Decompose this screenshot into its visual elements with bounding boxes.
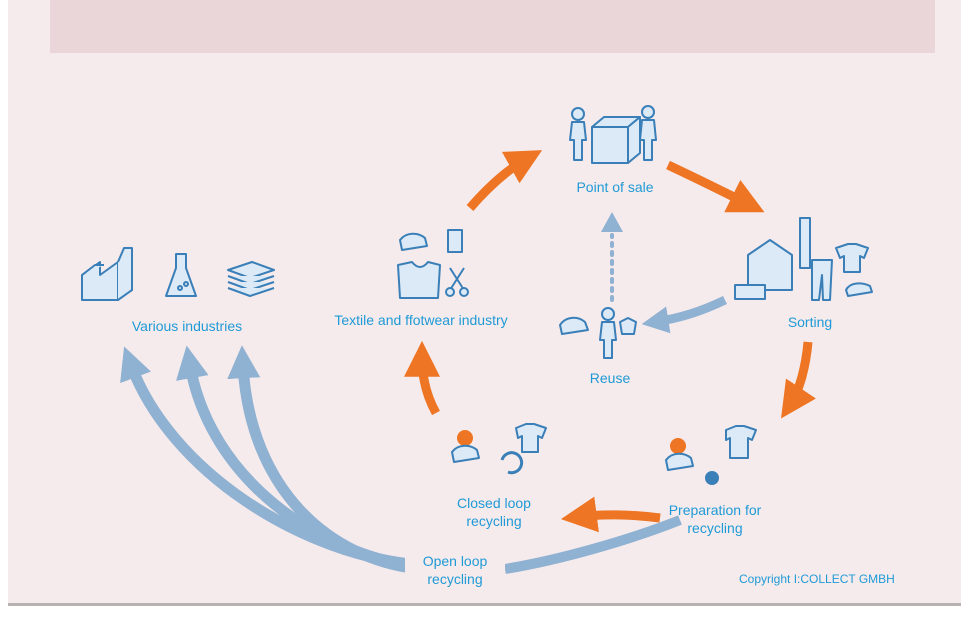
textile-industry-label: Textile and ffotwear industry	[334, 312, 508, 328]
preparation-icon	[665, 425, 757, 485]
fabric-stack-icon	[227, 261, 275, 297]
reuse-dotted-arrowhead	[601, 212, 623, 232]
cycle-arrows	[404, 150, 816, 533]
open-loop-tail	[504, 515, 682, 574]
various-industries-label: Various industries	[131, 318, 243, 334]
textile-industry-icon	[397, 229, 469, 299]
open-loop-arrows	[120, 345, 682, 575]
flask-icon	[165, 253, 197, 297]
factory-icon	[81, 247, 133, 301]
sorting-label: Sorting	[787, 314, 833, 330]
arrow-sorting-to-preparation	[781, 341, 816, 419]
closed-loop-label: Closed loop recycling	[457, 495, 531, 529]
copyright-text: Copyright I:COLLECT GMBH	[739, 572, 895, 586]
open-loop-label-bg	[405, 548, 505, 590]
diagram-background	[8, 0, 961, 603]
open-loop-label: Open loop recycling	[422, 553, 488, 587]
reuse-label: Reuse	[589, 370, 631, 386]
sorting-to-reuse-arrow	[641, 295, 727, 334]
bottom-border	[8, 603, 961, 606]
closed-loop-icon	[451, 423, 547, 475]
preparation-label: Preparation for recycling	[668, 502, 762, 536]
open-loop-arrow-3	[227, 345, 421, 575]
arrow-preparation-to-closed-loop	[560, 496, 661, 533]
arrow-pos-to-sorting	[666, 160, 765, 213]
point-of-sale-label: Point of sale	[576, 179, 654, 195]
sorting-icon	[734, 217, 873, 301]
reuse-arrows	[601, 212, 727, 334]
arrow-textile-to-pos	[466, 150, 543, 211]
open-loop-arrow-1	[120, 346, 421, 571]
header-banner	[50, 0, 935, 53]
arrow-closed-loop-to-textile	[404, 340, 441, 416]
reuse-icon	[559, 307, 637, 359]
point-of-sale-icon	[569, 105, 657, 164]
